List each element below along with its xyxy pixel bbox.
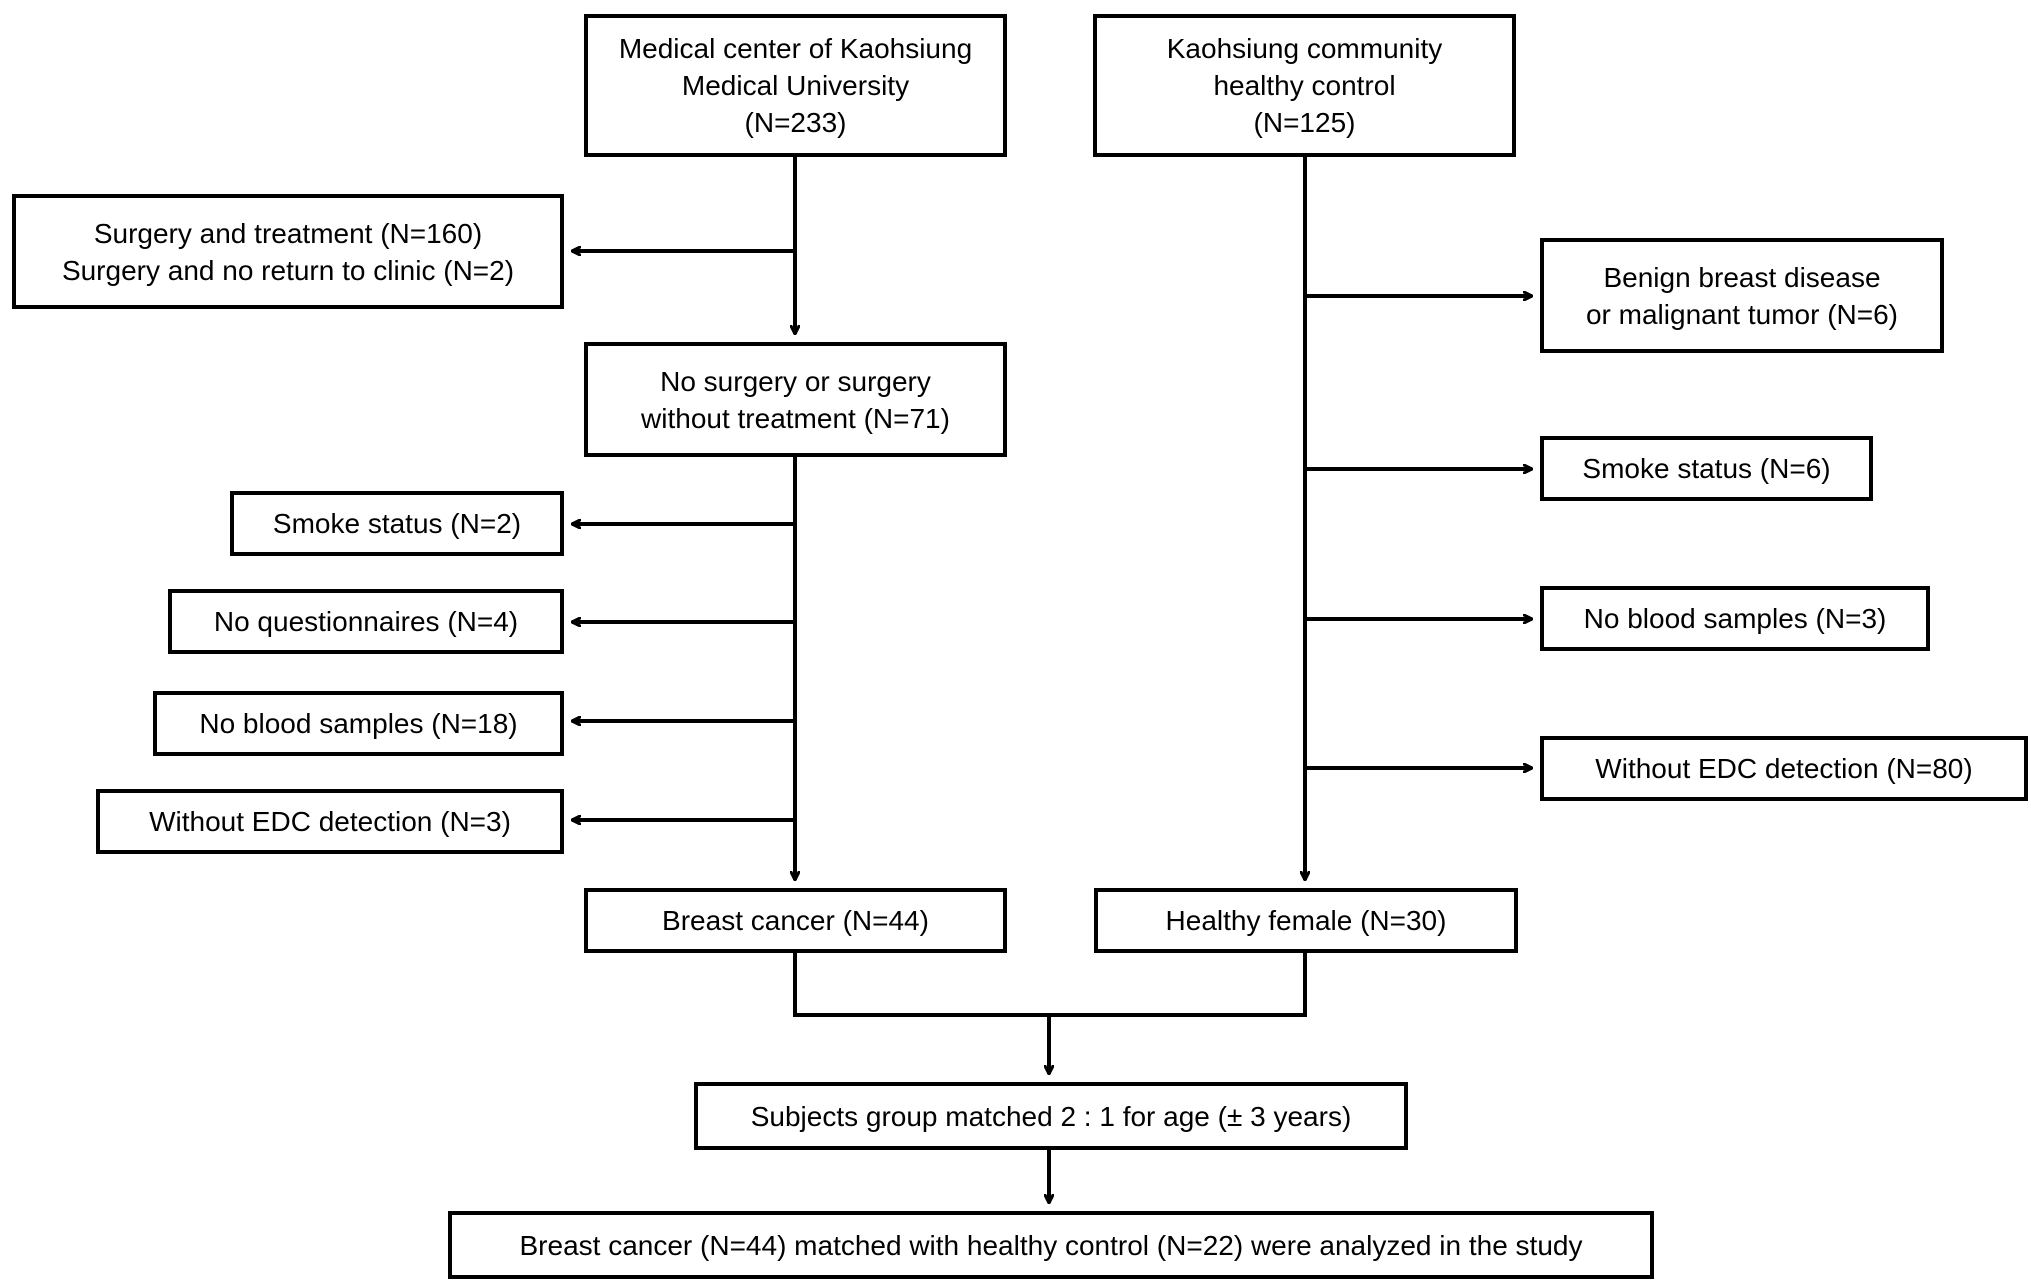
exclusion-box-no-blood-right: No blood samples (N=3) — [1540, 586, 1930, 651]
exclusion-label: Without EDC detection (N=80) — [1595, 753, 1973, 784]
result-label: Healthy female (N=30) — [1165, 905, 1447, 936]
source-box-line: Kaohsiung community — [1166, 33, 1443, 64]
exclusion-line: Benign breast disease — [1603, 261, 1881, 293]
source-box-count: (N=125) — [1253, 107, 1356, 138]
exclusion-line: or malignant tumor (N=6) — [1585, 298, 1898, 330]
exclusion-label: No blood samples (N=3) — [1583, 603, 1887, 634]
exclusion-box-no-blood-left: No blood samples (N=18) — [153, 691, 564, 756]
connector-merge — [793, 953, 1307, 1017]
exclusion-line: Surgery and no return to clinic (N=2) — [61, 254, 515, 286]
exclusion-line: Surgery and treatment (N=160) — [93, 217, 483, 249]
exclusion-box-edc-right: Without EDC detection (N=80) — [1540, 736, 2028, 801]
intermediate-box-no-surgery: No surgery or surgery without treatment … — [584, 342, 1007, 457]
result-box-breast-cancer: Breast cancer (N=44) — [584, 888, 1007, 953]
source-box-count: (N=233) — [744, 107, 847, 138]
exclusion-box-benign-disease: Benign breast disease or malignant tumor… — [1540, 238, 1944, 353]
exclusion-box-no-questionnaires: No questionnaires (N=4) — [168, 589, 564, 654]
result-label: Breast cancer (N=44) — [662, 905, 929, 936]
exclusion-box-edc-left: Without EDC detection (N=3) — [96, 789, 564, 854]
source-box-line: healthy control — [1213, 70, 1396, 101]
source-box-line: Medical University — [681, 70, 910, 101]
final-label: Breast cancer (N=44) matched with health… — [519, 1229, 1583, 1261]
exclusion-box-surgery: Surgery and treatment (N=160) Surgery an… — [12, 194, 564, 309]
exclusion-box-smoke-status-right: Smoke status (N=6) — [1540, 436, 1873, 501]
result-box-healthy-female: Healthy female (N=30) — [1094, 888, 1518, 953]
exclusion-label: No questionnaires (N=4) — [213, 606, 519, 637]
source-box-medical-center: Medical center of Kaohsiung Medical Univ… — [584, 14, 1007, 157]
exclusion-label: No blood samples (N=18) — [199, 708, 518, 739]
matching-label: Subjects group matched 2 : 1 for age (± … — [750, 1100, 1352, 1132]
intermediate-line: No surgery or surgery — [660, 365, 931, 397]
exclusion-label: Without EDC detection (N=3) — [149, 806, 511, 837]
exclusion-box-smoke-status-left: Smoke status (N=2) — [230, 491, 564, 556]
intermediate-line: without treatment (N=71) — [641, 402, 950, 434]
source-box-line: Medical center of Kaohsiung — [618, 33, 973, 64]
source-box-community-control: Kaohsiung community healthy control (N=1… — [1093, 14, 1516, 157]
exclusion-label: Smoke status (N=6) — [1582, 453, 1831, 484]
final-analysis-box: Breast cancer (N=44) matched with health… — [448, 1211, 1654, 1279]
exclusion-label: Smoke status (N=2) — [272, 508, 522, 539]
matching-box: Subjects group matched 2 : 1 for age (± … — [694, 1082, 1408, 1150]
